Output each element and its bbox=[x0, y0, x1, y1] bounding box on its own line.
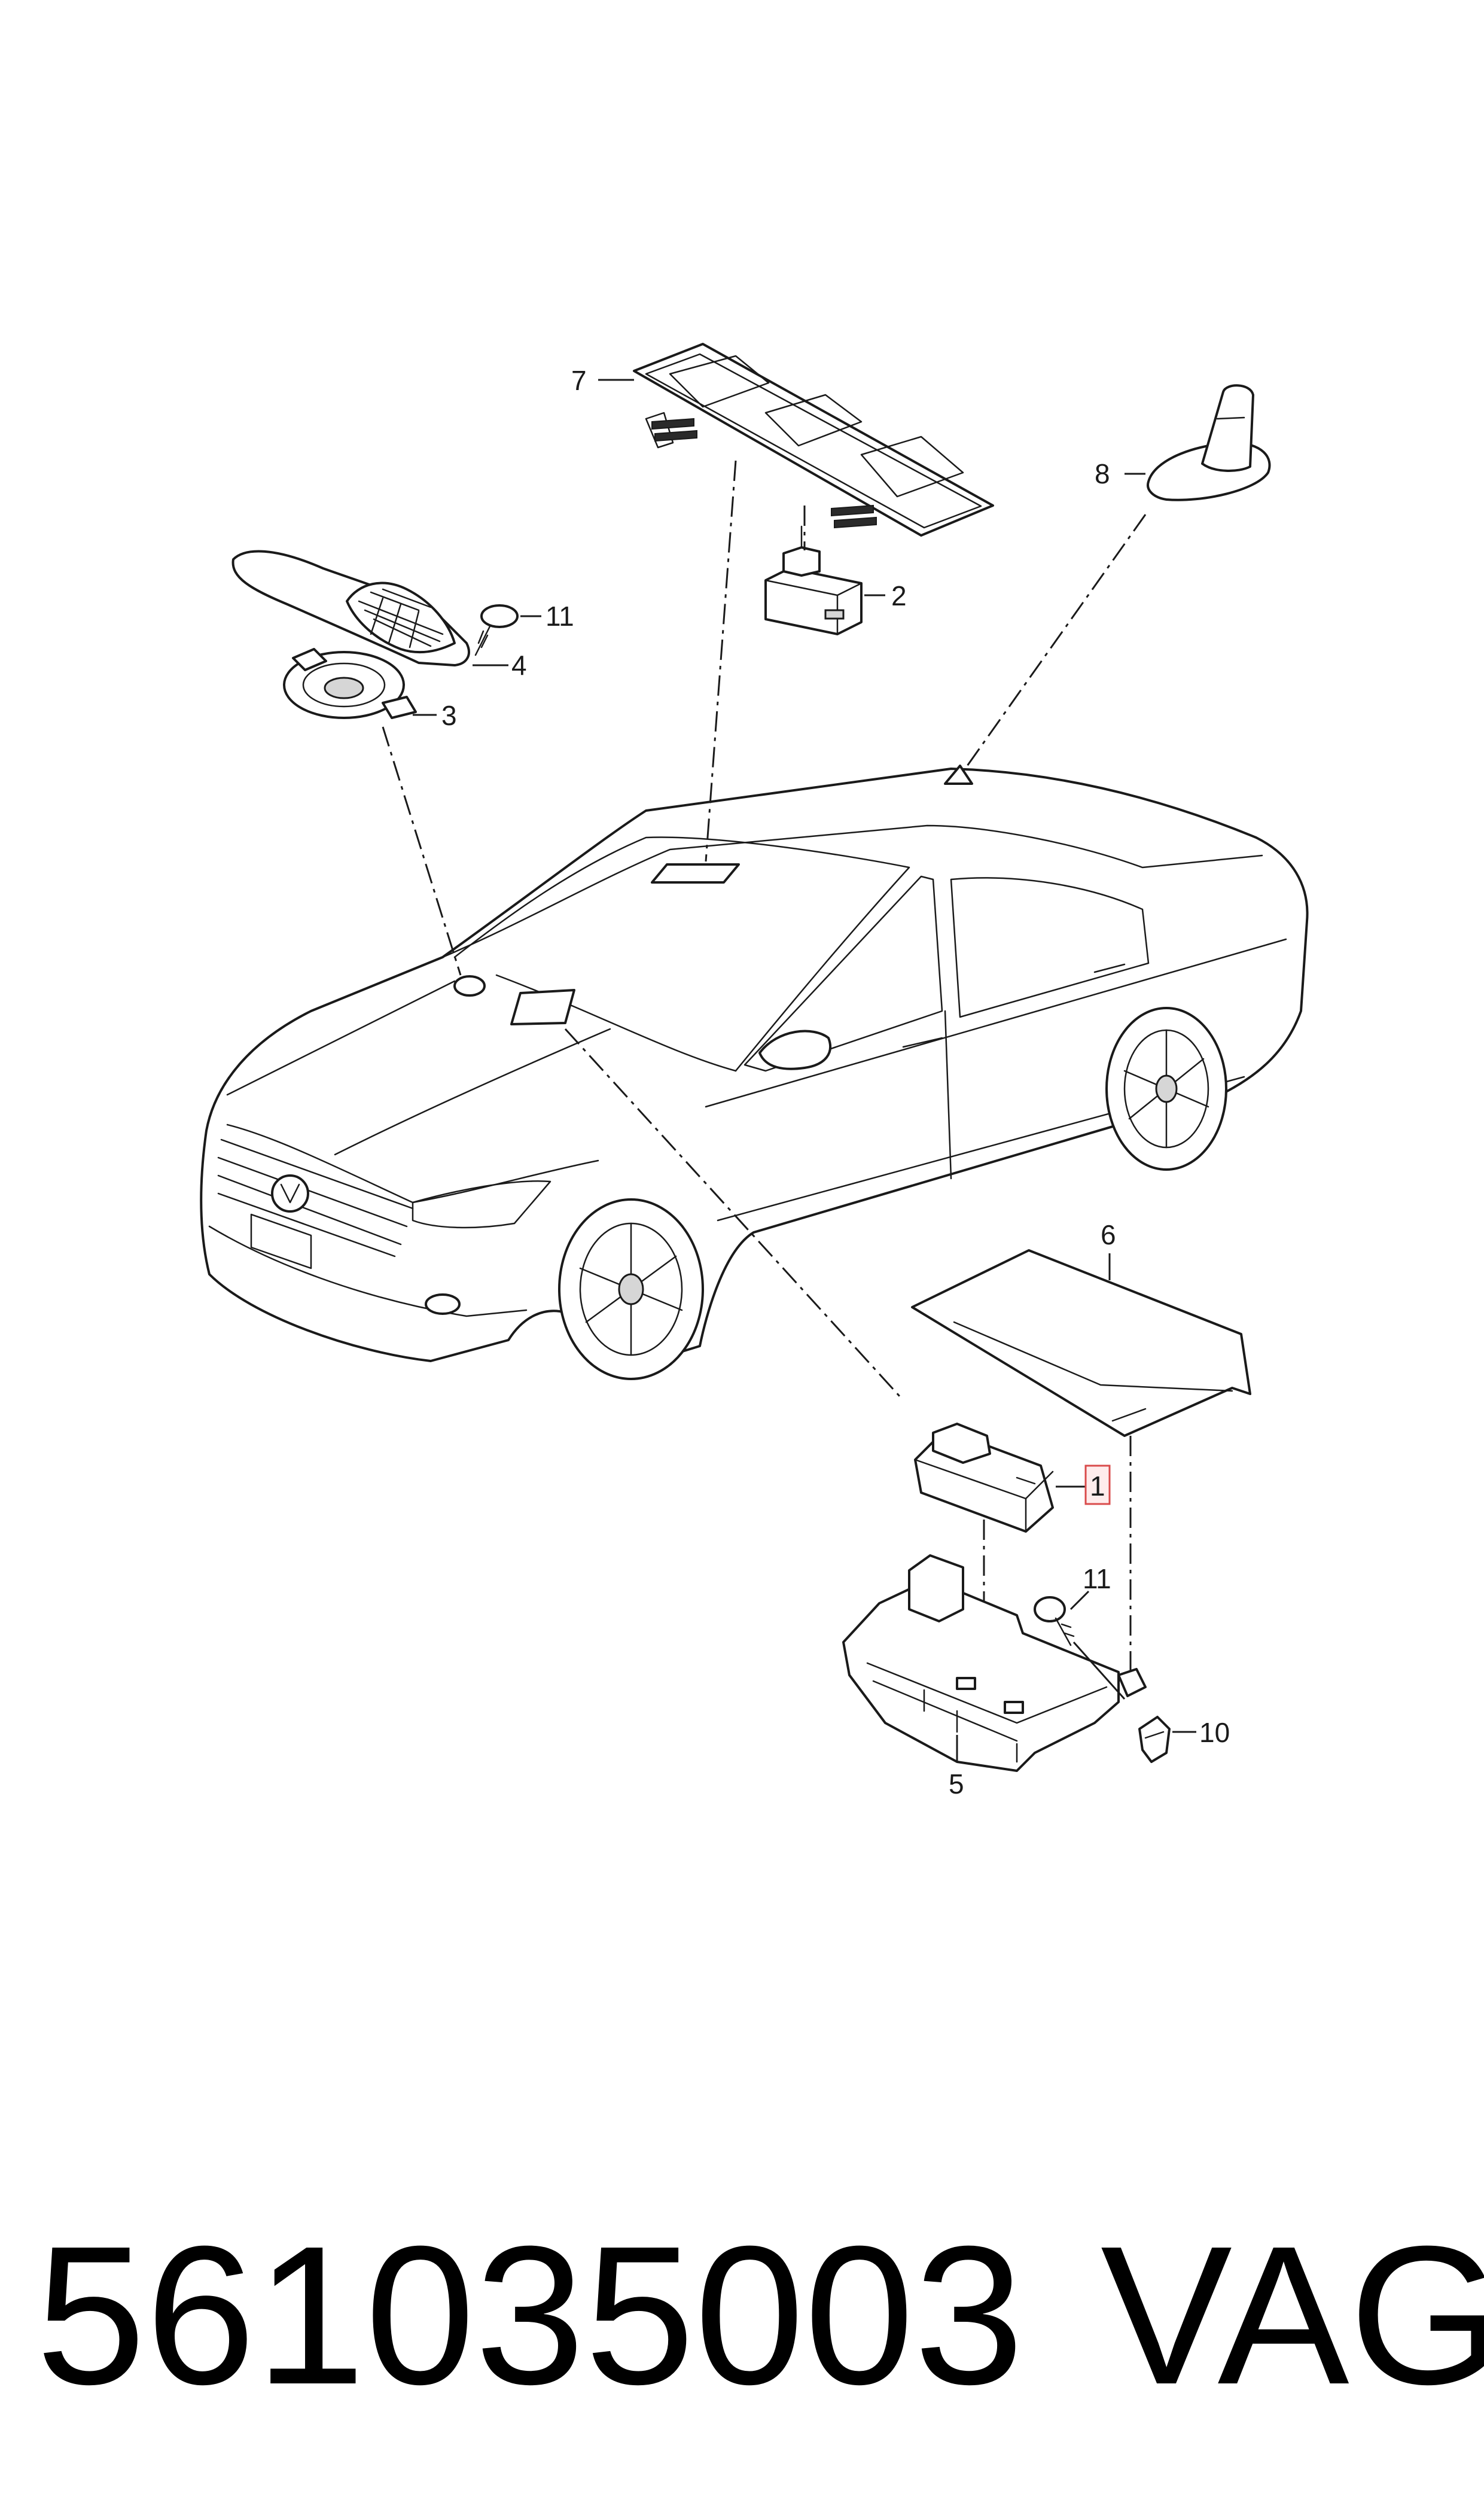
callout-8-label: 8 bbox=[1095, 458, 1110, 489]
part-8-antenna bbox=[1147, 384, 1271, 501]
callout-2: 2 bbox=[864, 580, 907, 611]
part-5-bracket bbox=[842, 1554, 1147, 1772]
part-11-screw-top bbox=[474, 604, 519, 656]
part-7-panel bbox=[633, 343, 994, 537]
callout-4-label: 4 bbox=[511, 650, 527, 681]
callout-7: 7 bbox=[571, 365, 634, 396]
part-10-clip bbox=[1138, 1716, 1171, 1763]
part-1-control-unit bbox=[914, 1423, 1054, 1533]
callout-1: 1 bbox=[1056, 1464, 1111, 1505]
callout-3-label: 3 bbox=[441, 700, 457, 731]
callout-1-highlight-box bbox=[1084, 1464, 1111, 1505]
part-3-speaker bbox=[283, 648, 417, 719]
callout-10-label: 10 bbox=[1199, 1717, 1230, 1748]
callout-11-top-label: 11 bbox=[546, 601, 574, 632]
callout-8: 8 bbox=[1095, 458, 1145, 489]
callout-11-top: 11 bbox=[520, 601, 574, 632]
part-2-module bbox=[764, 525, 863, 635]
callout-11-bottom: 11 bbox=[1069, 1563, 1111, 1610]
callout-2-label: 2 bbox=[891, 580, 907, 611]
part-4-trim bbox=[231, 550, 470, 666]
vehicle-sedan bbox=[200, 765, 1309, 1380]
callout-7-label: 7 bbox=[571, 365, 587, 396]
callout-1-label: 1 bbox=[1090, 1470, 1105, 1502]
part-number: 561035003 bbox=[36, 2205, 1024, 2425]
callout-3: 3 bbox=[413, 700, 457, 731]
callout-6: 6 bbox=[1101, 1219, 1116, 1280]
callout-4: 4 bbox=[473, 650, 527, 681]
callout-11-bottom-label: 11 bbox=[1083, 1563, 1111, 1594]
callout-5: 5 bbox=[949, 1735, 964, 1800]
brand-name: VAG bbox=[1101, 2205, 1484, 2425]
part-11-screw-bottom bbox=[1034, 1596, 1126, 1700]
callout-10: 10 bbox=[1172, 1717, 1230, 1748]
callout-5-label: 5 bbox=[949, 1768, 964, 1800]
callout-6-label: 6 bbox=[1101, 1219, 1116, 1250]
part-6-cover bbox=[911, 1249, 1251, 1437]
